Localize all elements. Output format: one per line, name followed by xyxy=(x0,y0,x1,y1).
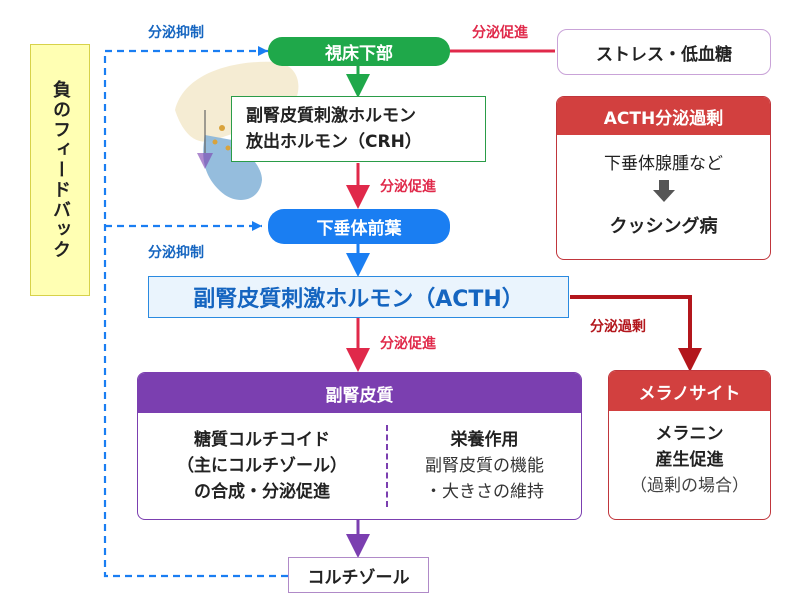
trophic-effect-block: 栄養作用 副腎皮質の機能 ・大きさの維持 xyxy=(388,413,581,519)
label-excess: 分泌過剰 xyxy=(590,319,646,335)
anterior-pituitary-label: 下垂体前葉 xyxy=(316,219,402,239)
anterior-pituitary-node: 下垂体前葉 xyxy=(268,209,450,244)
melanin-line-1: メラニン xyxy=(655,424,724,444)
crh-line-1: 副腎皮質刺激ホルモン xyxy=(246,106,416,126)
melanocyte-title: メラノサイト xyxy=(609,371,770,411)
down-arrow-icon xyxy=(557,178,770,204)
panel-divider xyxy=(386,425,388,507)
glucocorticoid-line-1: 糖質コルチコイド xyxy=(194,430,330,450)
acth-node: 副腎皮質刺激ホルモン（ACTH） xyxy=(148,276,569,318)
label-promote-crh: 分泌促進 xyxy=(380,179,436,195)
crh-line-2: 放出ホルモン（CRH） xyxy=(246,132,422,152)
melanocyte-panel: メラノサイト メラニン 産生促進 （過剰の場合） xyxy=(608,370,771,520)
glucocorticoid-line-3: の合成・分泌促進 xyxy=(194,482,330,502)
label-promote-acth: 分泌促進 xyxy=(380,336,436,352)
glucocorticoid-block: 糖質コルチコイド （主にコルチゾール） の合成・分泌促進 xyxy=(138,413,386,519)
label-suppress-mid: 分泌抑制 xyxy=(148,245,204,261)
cushing-disease-label: クッシング病 xyxy=(609,216,718,237)
acth-label: 副腎皮質刺激ホルモン（ACTH） xyxy=(193,287,524,312)
hypothalamus-label: 視床下部 xyxy=(325,44,393,64)
acth-excess-title: ACTH分泌過剰 xyxy=(557,97,770,135)
melanin-line-3: （過剰の場合） xyxy=(630,476,749,496)
cortisol-label: コルチゾール xyxy=(307,567,410,588)
hypothalamus-node: 視床下部 xyxy=(268,37,450,66)
negative-feedback-text: 負のフィードバック xyxy=(50,80,71,260)
label-suppress-top: 分泌抑制 xyxy=(148,25,204,41)
adrenal-cortex-panel: 副腎皮質 糖質コルチコイド （主にコルチゾール） の合成・分泌促進 栄養作用 副… xyxy=(137,372,582,520)
stress-label: ストレス・低血糖 xyxy=(596,44,732,65)
acth-excess-cause: 下垂体腺腫など xyxy=(604,154,723,174)
glucocorticoid-line-2: （主にコルチゾール） xyxy=(177,456,347,476)
trophic-effect-line-1: 副腎皮質の機能 xyxy=(425,456,544,476)
melanin-line-2: 産生促進 xyxy=(655,450,724,470)
label-promote-stress: 分泌促進 xyxy=(472,25,528,41)
cortisol-node: コルチゾール xyxy=(288,557,429,593)
crh-node: 副腎皮質刺激ホルモン 放出ホルモン（CRH） xyxy=(231,96,486,162)
adrenal-cortex-title: 副腎皮質 xyxy=(138,373,581,413)
negative-feedback-label: 負のフィードバック xyxy=(30,44,90,296)
trophic-effect-line-2: ・大きさの維持 xyxy=(425,482,544,502)
acth-excess-panel: ACTH分泌過剰 下垂体腺腫など クッシング病 xyxy=(556,96,771,260)
trophic-effect-title: 栄養作用 xyxy=(450,430,519,450)
stress-node: ストレス・低血糖 xyxy=(557,29,771,75)
